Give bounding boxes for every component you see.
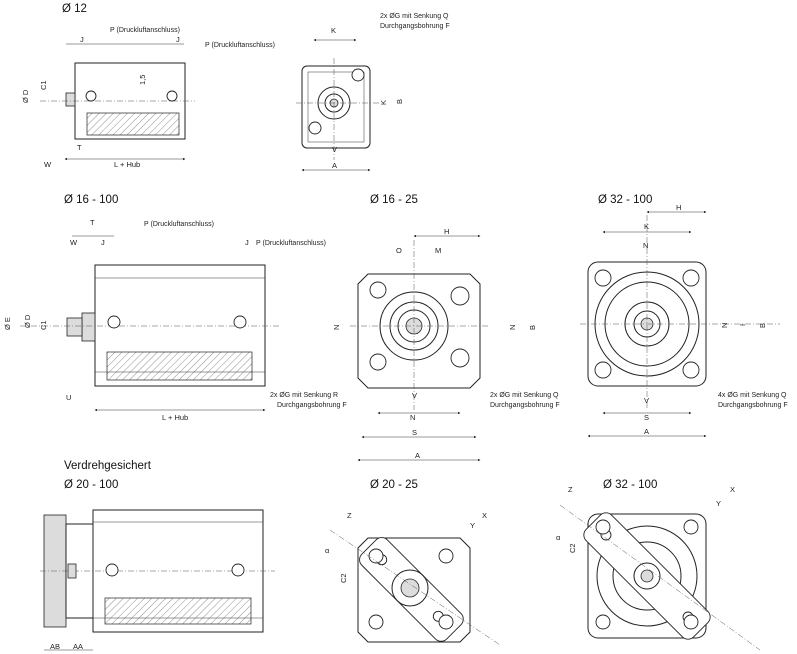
dim-S: S [644,413,649,422]
dim-V: V [332,145,337,154]
section-title-d16-25: Ø 16 - 25 [370,194,418,206]
dim-I: I [738,324,747,326]
dim-O: O [396,246,402,255]
dim-J: J [80,35,84,44]
dim-V: V [644,396,649,405]
dim-N: N [332,325,341,330]
dim-T: T [77,143,82,152]
note-g-r: 2x ØG mit Senkung R [270,392,338,399]
dim-N: N [508,325,517,330]
dim-1-5: 1,5 [138,75,147,85]
dim-J: J [101,238,105,247]
dim-J: J [176,35,180,44]
dim-C1: C1 [39,80,48,90]
dim-A: A [332,161,337,170]
port-circle [166,90,178,102]
port-circle [85,90,97,102]
note-g-q-bore: Durchgangsbohrung F [490,402,560,409]
dim-W: W [44,160,52,169]
port-circle [231,563,245,577]
note-g-r-bore: Durchgangsbohrung F [277,402,347,409]
dim-M: M [435,246,441,255]
dim-Y: Y [716,499,721,508]
section-title-d12: Ø 12 [62,3,87,15]
view-d16-25-front: Ø 16 - 25 H O M N N B V N S A 2x ØG mit … [270,194,560,462]
dim-L-hub: L + Hub [162,413,188,422]
note-g4-q-bore: Durchgangsbohrung F [718,402,788,409]
dim-T: T [90,218,95,227]
section-title-d16-100: Ø 16 - 100 [64,194,118,206]
dim-C1: C1 [39,320,48,330]
dim-H: H [444,227,449,236]
dim-A: A [644,427,649,436]
view-d16-100-side: Ø 16 - 100 T W J J P (Druckluftanschluss… [3,194,326,422]
dim-X: X [482,511,487,520]
view-d32-100-rot: Ø 32 - 100 Z X Y α C2 [556,479,761,651]
port-circle [233,315,247,329]
view-d12-side: Ø 12 J J P (Druckluftanschluss) P (Druck… [21,3,275,169]
dim-J: J [245,238,249,247]
dim-K: K [379,100,388,105]
dim-Z: Z [568,485,573,494]
dim-N: N [410,413,415,422]
dim-H: H [676,203,681,212]
dim-N: N [643,241,648,250]
section-title-d20-100: Ø 20 - 100 [64,479,118,491]
dim-K: K [644,222,649,231]
dim-alpha: α [556,533,561,542]
dim-Y: Y [470,521,475,530]
note-p-port: P (Druckluftanschluss) [110,27,180,34]
dim-W: W [70,238,78,247]
dim-Z: Z [347,511,352,520]
dim-AA: AA [73,642,83,651]
dim-L-hub: L + Hub [114,160,140,169]
dim-S: S [412,428,417,437]
note-g-q: 2x ØG mit Senkung Q [490,392,559,399]
view-d12-front: K 2x ØG mit Senkung Q Durchgangsbohrung … [296,13,450,172]
dim-AB: AB [50,642,60,651]
note-g4-q: 4x ØG mit Senkung Q [718,392,787,399]
dim-C2: C2 [568,543,577,553]
note-p-port: P (Druckluftanschluss) [144,221,214,228]
dim-C2: C2 [339,573,348,583]
view-d20-25-rot: Ø 20 - 25 Z X Y α C2 [325,479,501,646]
note-g-q-bore: Durchgangsbohrung F [380,23,450,30]
view-d20-100-side: Verdrehgesichert Ø 20 - 100 AB AA [40,460,275,651]
dim-K: K [331,26,336,35]
dim-X: X [730,485,735,494]
view-d32-100-front: Ø 32 - 100 H K N N I B V S A 4x ØG mit S… [580,194,788,438]
port-circle [107,315,121,329]
port-circle [105,563,119,577]
dim-A: A [415,451,420,460]
note-g-q: 2x ØG mit Senkung Q [380,13,449,20]
section-title-d32-100: Ø 32 - 100 [598,194,652,206]
dim-V: V [412,391,417,400]
dim-D: Ø D [21,89,30,103]
dim-B: B [758,323,767,328]
dim-B: B [528,325,537,330]
section-title-d32-100-rot: Ø 32 - 100 [603,479,657,491]
dim-U: U [66,393,71,402]
dim-alpha: α [325,546,330,555]
dim-B: B [395,99,404,104]
dim-E: Ø E [3,317,12,330]
section-title-d20-25: Ø 20 - 25 [370,479,418,491]
dim-D: Ø D [23,314,32,328]
note-p-port: P (Druckluftanschluss) [205,42,275,49]
dim-N: N [720,323,729,328]
section-title-verdrehgesichert: Verdrehgesichert [64,460,152,472]
note-p-port: P (Druckluftanschluss) [256,240,326,247]
